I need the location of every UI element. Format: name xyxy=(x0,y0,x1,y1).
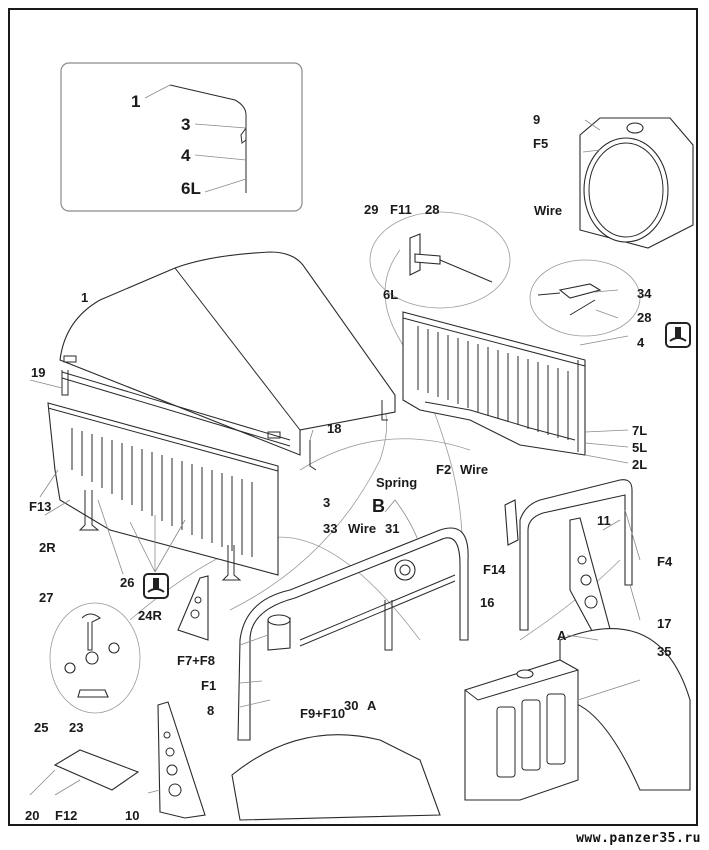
callout-F11: F11 xyxy=(390,202,412,217)
callout-31: 31 xyxy=(385,521,400,536)
stand-24R xyxy=(177,575,209,641)
callout-30: 30 xyxy=(344,698,359,713)
rear-frame xyxy=(519,479,633,631)
callout-7L: 7L xyxy=(632,423,648,438)
callout-18: 18 xyxy=(327,421,342,436)
glue-apply-icon xyxy=(665,322,691,348)
callout-wire-right: Wire xyxy=(460,462,489,477)
callout-17: 17 xyxy=(657,616,672,631)
inset-callout-4: 4 xyxy=(181,146,191,165)
callout-10: 10 xyxy=(125,808,140,823)
callout-F4: F4 xyxy=(657,554,673,569)
fender-left xyxy=(231,734,441,821)
inset-callout-3: 3 xyxy=(181,115,191,134)
inset-hood-profile xyxy=(169,84,247,193)
callout-8: 8 xyxy=(207,703,215,718)
plate-F12 xyxy=(53,749,140,791)
callout-2R: 2R xyxy=(39,540,56,555)
inset-clip xyxy=(240,127,247,144)
callout-F14: F14 xyxy=(483,562,506,577)
callout-24R: 24R xyxy=(138,608,162,623)
detail-circle-bracket xyxy=(529,259,641,337)
callout-5L: 5L xyxy=(632,440,648,455)
callout-27: 27 xyxy=(39,590,54,605)
callout-3: 3 xyxy=(323,495,331,510)
callout-19: 19 xyxy=(31,365,46,380)
diagram-frame xyxy=(8,8,698,826)
callout-4: 4 xyxy=(637,335,645,350)
stand-10 xyxy=(157,701,206,819)
callout-20: 20 xyxy=(25,808,40,823)
callout-F9-F10: F9+F10 xyxy=(300,706,346,721)
callout-F12: F12 xyxy=(55,808,78,823)
callout-spring: Spring xyxy=(376,475,418,490)
callout-26: 26 xyxy=(120,575,135,590)
louvers-left xyxy=(71,428,253,557)
callout-B: B xyxy=(372,496,385,516)
detail-circle-hinge xyxy=(369,211,511,309)
fender-right xyxy=(559,628,691,791)
callout-11: 11 xyxy=(597,513,611,528)
inset-callout-1: 1 xyxy=(131,92,141,111)
callout-9: 9 xyxy=(533,112,541,127)
glue-apply-icon xyxy=(143,573,169,599)
callout-wire-mid: Wire xyxy=(348,521,377,536)
callout-A-front: A xyxy=(367,698,377,713)
callout-F5: F5 xyxy=(533,136,549,151)
callout-34: 34 xyxy=(637,286,652,301)
detail-circle-latch xyxy=(49,602,141,714)
callout-1: 1 xyxy=(81,290,89,305)
callout-33: 33 xyxy=(323,521,338,536)
inset-callout-6L: 6L xyxy=(181,179,201,198)
callout-29: 29 xyxy=(364,202,379,217)
watermark: www.panzer35.ru xyxy=(576,831,701,846)
firewall-frame xyxy=(237,527,469,741)
callout-6L: 6L xyxy=(383,287,399,302)
callout-A-rear: A xyxy=(557,628,567,643)
callout-35: 35 xyxy=(657,644,672,659)
callout-F13: F13 xyxy=(29,499,52,514)
callout-28-bracket: 28 xyxy=(637,310,652,325)
inset-box xyxy=(60,62,303,212)
callout-wire-top: Wire xyxy=(534,203,563,218)
callout-F7-F8: F7+F8 xyxy=(177,653,215,668)
callout-2L: 2L xyxy=(632,457,648,472)
callout-16: 16 xyxy=(480,595,495,610)
callout-F2: F2 xyxy=(436,462,452,477)
louvers-right xyxy=(417,326,569,440)
side-panel-right xyxy=(47,402,279,576)
hood-panel xyxy=(59,251,396,456)
callout-25: 25 xyxy=(34,720,49,735)
callout-23: 23 xyxy=(69,720,84,735)
callout-F1: F1 xyxy=(201,678,217,693)
callout-28-hinge: 28 xyxy=(425,202,440,217)
